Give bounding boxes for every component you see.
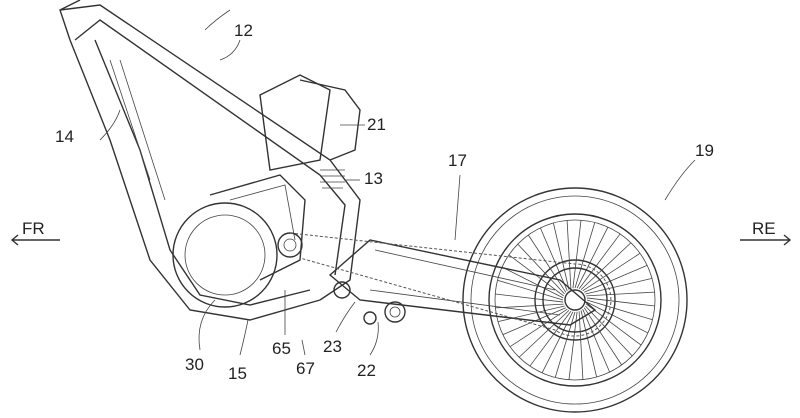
- spoke: [517, 243, 565, 295]
- spoke: [585, 277, 653, 295]
- spoke: [552, 222, 570, 290]
- ref-67: 67: [296, 359, 315, 378]
- chain: [289, 232, 612, 337]
- swing-arm: [328, 239, 597, 326]
- spoke: [586, 303, 642, 346]
- ref-65: 65: [272, 339, 291, 358]
- leader-lines: [99, 9, 696, 356]
- spoke: [554, 311, 576, 378]
- rear-wheel: [462, 187, 688, 413]
- spoke: [586, 299, 653, 321]
- ref-21: 21: [367, 115, 386, 134]
- spoke: [585, 305, 633, 357]
- ref-19: 19: [695, 141, 714, 160]
- ref-14: 14: [55, 127, 74, 146]
- spoke: [586, 291, 655, 297]
- rear-arrow-icon: [740, 234, 792, 246]
- front-direction-label: FR: [22, 219, 45, 238]
- ref-15: 15: [228, 364, 247, 383]
- spoke: [582, 309, 611, 373]
- spoke: [497, 279, 564, 301]
- spoke: [584, 264, 648, 293]
- ref-17: 17: [448, 151, 467, 170]
- spoke: [586, 297, 655, 307]
- frame: [59, 0, 361, 321]
- motor: [172, 74, 331, 308]
- spoke: [509, 308, 568, 347]
- shock-absorber: [299, 79, 361, 189]
- spoke: [578, 311, 584, 380]
- direction-arrows: [10, 234, 792, 246]
- spoke: [580, 310, 598, 378]
- ref-12: 12: [234, 21, 253, 40]
- spoke: [580, 242, 632, 290]
- spoke: [582, 253, 641, 292]
- spoke: [539, 227, 568, 291]
- spoke: [528, 234, 567, 293]
- spoke: [495, 293, 564, 303]
- rear-direction-label: RE: [752, 219, 776, 238]
- spoke: [583, 307, 622, 366]
- spoke: [578, 233, 621, 289]
- spoke: [572, 220, 582, 289]
- spoke: [576, 226, 609, 289]
- ref-23: 23: [323, 337, 342, 356]
- spoke: [541, 311, 574, 374]
- front-arrow-icon: [10, 234, 60, 246]
- spoke: [566, 220, 572, 289]
- ref-13: 13: [364, 169, 383, 188]
- spoke: [529, 311, 572, 367]
- spoke: [501, 266, 564, 299]
- spoke: [568, 311, 578, 380]
- spoke: [497, 305, 565, 323]
- ref-22: 22: [357, 361, 376, 380]
- spoke: [518, 310, 570, 358]
- spoke: [574, 222, 596, 289]
- spoke: [495, 303, 564, 309]
- spoke: [586, 301, 649, 334]
- ref-30: 30: [185, 355, 204, 374]
